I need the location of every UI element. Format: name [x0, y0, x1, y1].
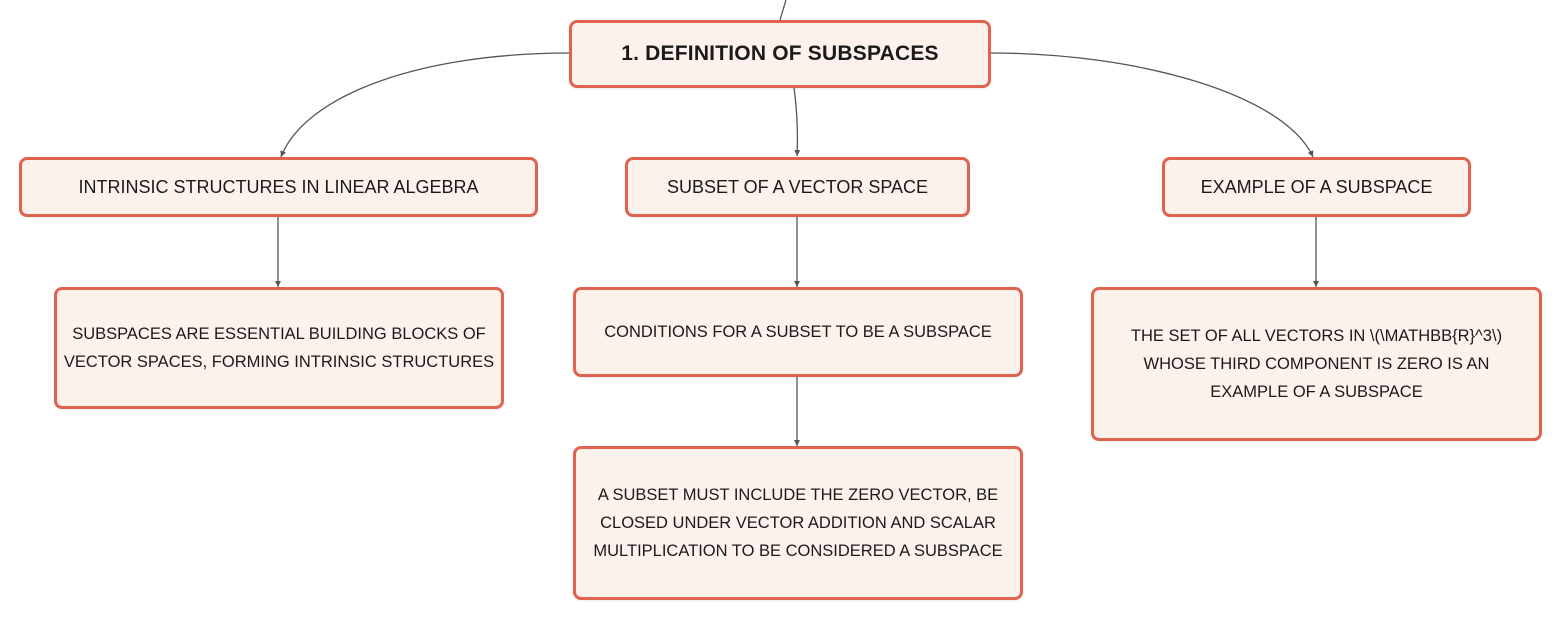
branch-node-intrinsic-structures[interactable]: INTRINSIC STRUCTURES IN LINEAR ALGEBRA: [19, 157, 538, 217]
leaf-node-example-r3[interactable]: THE SET OF ALL VECTORS IN \(\MATHBB{R}^3…: [1091, 287, 1542, 441]
connector-root-to-example: [989, 52, 1314, 158]
connector-parent-to-root: [779, 0, 787, 21]
leaf-node-label: THE SET OF ALL VECTORS IN \(\MATHBB{R}^3…: [1130, 327, 1503, 401]
leaf-node-zero-vector-closure[interactable]: A SUBSET MUST INCLUDE THE ZERO VECTOR, B…: [573, 446, 1023, 600]
connector-root-to-intrinsic: [280, 52, 571, 158]
branch-node-example-of-subspace[interactable]: EXAMPLE OF A SUBSPACE: [1162, 157, 1471, 217]
leaf-node-label: SUBSPACES ARE ESSENTIAL BUILDING BLOCKS …: [63, 325, 495, 371]
root-node-label: 1. DEFINITION OF SUBSPACES: [621, 42, 939, 65]
leaf-node-label: CONDITIONS FOR A SUBSET TO BE A SUBSPACE: [604, 323, 992, 341]
branch-node-label: INTRINSIC STRUCTURES IN LINEAR ALGEBRA: [78, 176, 479, 197]
leaf-node-label: A SUBSET MUST INCLUDE THE ZERO VECTOR, B…: [593, 486, 1003, 560]
root-node[interactable]: 1. DEFINITION OF SUBSPACES: [569, 20, 991, 88]
leaf-node-building-blocks[interactable]: SUBSPACES ARE ESSENTIAL BUILDING BLOCKS …: [54, 287, 504, 409]
leaf-node-conditions[interactable]: CONDITIONS FOR A SUBSET TO BE A SUBSPACE: [573, 287, 1023, 377]
branch-node-subset-of-vector-space[interactable]: SUBSET OF A VECTOR SPACE: [625, 157, 970, 217]
branch-node-label: SUBSET OF A VECTOR SPACE: [666, 176, 929, 197]
connector-root-to-subset: [793, 87, 801, 157]
branch-node-label: EXAMPLE OF A SUBSPACE: [1200, 176, 1433, 197]
